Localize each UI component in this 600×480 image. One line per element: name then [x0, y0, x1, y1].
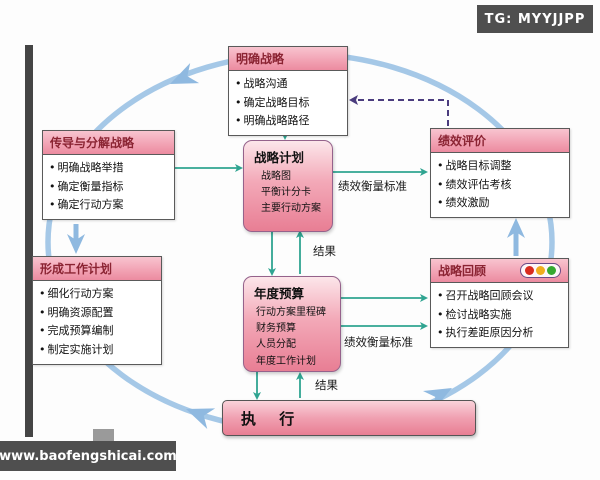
transmit-to-workplan-arrow [67, 224, 85, 254]
node-item-list: 战略目标调整 绩效评估考核 绩效激励 [431, 153, 569, 217]
list-item: 战略目标调整 [437, 157, 565, 176]
node-title: 明确战略 [236, 52, 285, 66]
node-strategy-plan: 战略计划 战略图 平衡计分卡 主要行动方案 [243, 140, 333, 232]
list-item: 召开战略回顾会议 [437, 287, 564, 306]
list-item: 制定实施计划 [39, 341, 157, 360]
watermark-badge: www.baofengshicai.com [0, 441, 177, 471]
node-item-list: 战略图 平衡计分卡 主要行动方案 [244, 168, 332, 220]
node-title: 战略回顾 [438, 264, 487, 278]
list-item: 财务预算 [256, 323, 296, 335]
list-item: 主要行动方案 [261, 203, 321, 215]
node-title: 形成工作计划 [40, 262, 113, 276]
node-clarify-strategy: 明确战略 战略沟通 确定战略目标 明确战略路径 [228, 46, 348, 137]
list-item: 战略图 [261, 171, 291, 182]
node-item-list: 行动方案里程碑 财务预算 人员分配 年度工作计划 [244, 304, 340, 372]
list-item: 完成预算编制 [39, 322, 157, 341]
tg-badge: TG: MYYJJPP [477, 5, 593, 33]
traffic-red-icon [525, 266, 534, 275]
node-transmit-decompose: 传导与分解战略 明确战略举措 确定衡量指标 确定行动方案 [42, 130, 175, 221]
node-item-list: 召开战略回顾会议 检讨战略实施 执行差距原因分析 [431, 283, 568, 347]
list-item: 检讨战略实施 [437, 306, 564, 325]
traffic-light-icon [520, 263, 561, 278]
node-performance-evaluation: 绩效评价 战略目标调整 绩效评估考核 绩效激励 [430, 128, 570, 219]
node-title: 战略计划 [254, 150, 305, 165]
traffic-green-icon [547, 266, 556, 275]
label-result-bottom: 结果 [315, 378, 338, 392]
node-item-list: 明确战略举措 确定衡量指标 确定行动方案 [43, 155, 174, 219]
node-title: 执 行 [241, 409, 304, 428]
label-performance-measures-top: 绩效衡量标准 [338, 179, 407, 193]
node-item-list: 细化行动方案 明确资源配置 完成预算编制 制定实施计划 [33, 281, 161, 364]
list-item: 人员分配 [256, 339, 296, 351]
list-item: 确定行动方案 [49, 196, 170, 215]
traffic-yellow-icon [536, 266, 545, 275]
list-item: 平衡计分卡 [261, 187, 311, 199]
list-item: 明确资源配置 [39, 304, 157, 323]
list-item: 执行差距原因分析 [437, 324, 564, 343]
label-performance-measures-bottom: 绩效衡量标准 [344, 335, 413, 349]
node-annual-budget: 年度预算 行动方案里程碑 财务预算 人员分配 年度工作计划 [243, 276, 341, 372]
list-item: 行动方案里程碑 [256, 307, 326, 318]
list-item: 确定战略目标 [235, 94, 343, 113]
list-item: 确定衡量指标 [49, 178, 170, 197]
node-execute: 执 行 [222, 400, 476, 436]
left-edge-bar [25, 45, 33, 437]
label-result-top: 结果 [313, 244, 336, 258]
list-item: 明确战略路径 [235, 112, 343, 131]
node-title: 传导与分解战略 [50, 136, 135, 150]
node-item-list: 战略沟通 确定战略目标 明确战略路径 [229, 71, 347, 135]
evaluation-to-clarify-dashed-arrow [349, 95, 449, 126]
node-title: 年度预算 [254, 286, 305, 301]
list-item: 绩效激励 [437, 194, 565, 213]
node-title: 绩效评价 [438, 134, 487, 148]
node-work-plan: 形成工作计划 细化行动方案 明确资源配置 完成预算编制 制定实施计划 [32, 256, 162, 365]
list-item: 绩效评估考核 [437, 176, 565, 195]
list-item: 明确战略举措 [49, 159, 170, 178]
list-item: 细化行动方案 [39, 285, 157, 304]
review-to-evaluation-arrow [507, 218, 525, 256]
node-strategy-review: 战略回顾 召开战略回顾会议 检讨战略实施 执行差距原因分析 [430, 258, 569, 349]
list-item: 战略沟通 [235, 75, 343, 94]
list-item: 年度工作计划 [256, 355, 316, 367]
